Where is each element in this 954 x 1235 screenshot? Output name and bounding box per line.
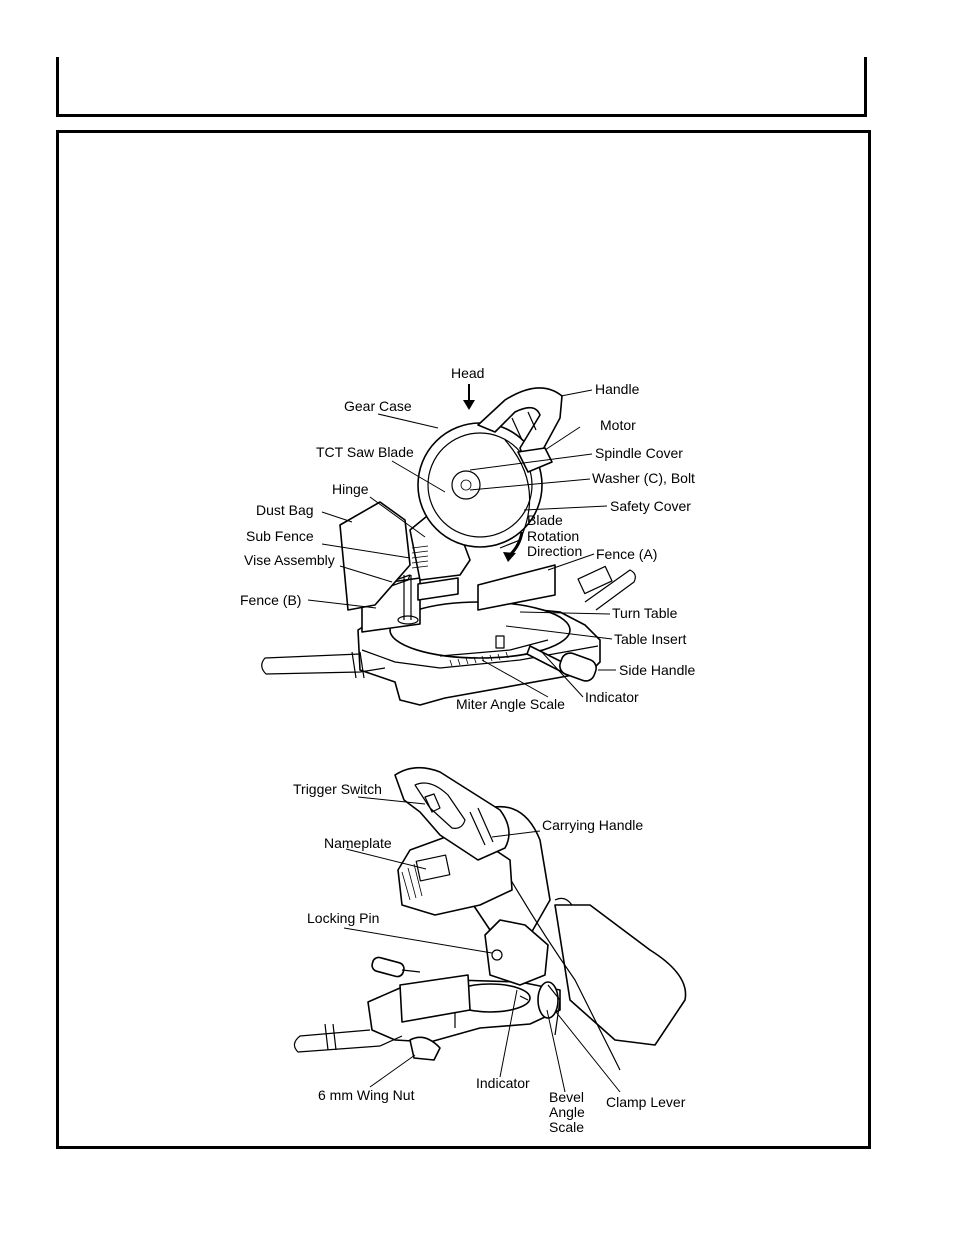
saw-rear-view: [293, 766, 687, 1071]
label-trigger-switch: Trigger Switch: [293, 781, 382, 797]
fence-a: [477, 564, 556, 611]
label-dust-bag: Dust Bag: [256, 502, 314, 518]
label-nameplate: Nameplate: [324, 835, 392, 851]
right-extension-rod: [584, 569, 636, 611]
label-blade-rotation-3: Direction: [527, 543, 582, 559]
label-spindle-cover: Spindle Cover: [595, 445, 683, 461]
label-table-insert: Table Insert: [614, 631, 686, 647]
label-indicator-bottom: Indicator: [476, 1075, 530, 1091]
locking-pin: [491, 949, 503, 961]
top-labels: Head Handle Gear Case Motor TCT Saw Blad…: [240, 365, 695, 712]
vise-assembly: [403, 575, 412, 620]
label-locking-pin: Locking Pin: [307, 910, 379, 926]
label-tct-saw-blade: TCT Saw Blade: [316, 444, 414, 460]
label-indicator-top: Indicator: [585, 689, 639, 705]
sub-fence: [417, 577, 459, 601]
nameplate: [415, 854, 451, 882]
label-bevel-2: Angle: [549, 1104, 585, 1120]
saw-motor: [517, 447, 553, 473]
label-sub-fence: Sub Fence: [246, 528, 314, 544]
label-fence-b: Fence (B): [240, 592, 301, 608]
header-box: [56, 57, 867, 117]
rear-arm: [484, 919, 549, 986]
wing-nut: [409, 1036, 441, 1061]
saw-blade: [427, 432, 533, 538]
miter-indicator: [495, 635, 505, 649]
label-miter-angle-scale: Miter Angle Scale: [456, 696, 565, 712]
label-motor: Motor: [600, 417, 636, 433]
miter-scale-ticks: [449, 651, 509, 667]
saw-front-view: [261, 384, 636, 706]
label-washer-bolt: Washer (C), Bolt: [592, 470, 695, 486]
label-clamp-lever: Clamp Lever: [606, 1094, 686, 1110]
label-hinge: Hinge: [332, 481, 369, 497]
label-turn-table: Turn Table: [612, 605, 678, 621]
label-bevel-3: Scale: [549, 1119, 584, 1135]
figure-frame: [56, 130, 871, 1149]
rear-fence: [399, 974, 471, 1023]
rear-side-handle: [371, 956, 405, 978]
label-gear-case: Gear Case: [344, 398, 412, 414]
bottom-leader-lines: [343, 796, 621, 1093]
label-vise-assembly: Vise Assembly: [244, 552, 335, 568]
power-cord: [504, 869, 621, 1071]
label-fence-a: Fence (A): [596, 546, 657, 562]
label-side-handle: Side Handle: [619, 662, 695, 678]
motor-vents: [401, 863, 423, 901]
label-head: Head: [451, 365, 484, 381]
label-safety-cover: Safety Cover: [610, 498, 691, 514]
label-blade-rotation-2: Rotation: [527, 528, 579, 544]
spindle-washer: [451, 470, 481, 500]
label-wing-nut: 6 mm Wing Nut: [318, 1087, 415, 1103]
dust-bag: [339, 501, 411, 611]
hinge-spring: [411, 545, 429, 569]
label-bevel-1: Bevel: [549, 1089, 584, 1105]
trigger-switch: [424, 793, 441, 813]
left-extension-rod: [261, 653, 386, 675]
clamp-lever: [547, 984, 561, 1036]
label-handle: Handle: [595, 381, 640, 397]
label-blade-rotation-1: Blade: [527, 512, 563, 528]
bottom-labels: Trigger Switch Carrying Handle Nameplate…: [293, 781, 686, 1135]
rear-dust-bag: [554, 904, 687, 1046]
top-leader-lines: [307, 389, 616, 698]
label-carrying-handle: Carrying Handle: [542, 817, 643, 833]
rear-extension-rod: [293, 1029, 403, 1053]
carrying-handle: [394, 766, 510, 861]
